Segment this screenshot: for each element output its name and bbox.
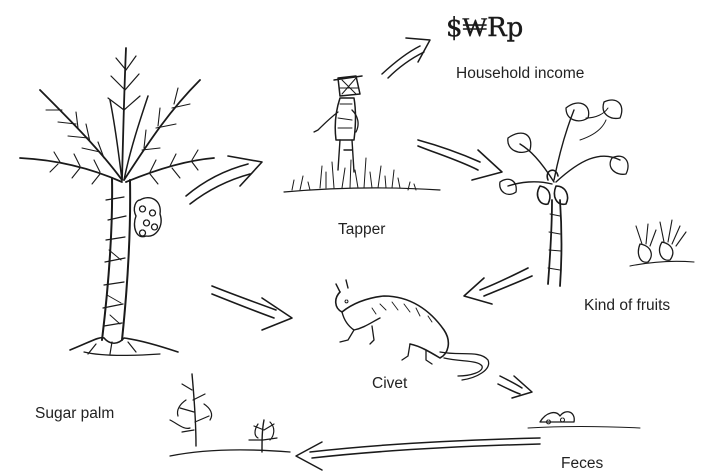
currency-doodle: $₩Rp xyxy=(446,13,523,43)
civet-label: Civet xyxy=(372,376,407,392)
feces-label: Feces xyxy=(561,456,603,472)
feces-illustration xyxy=(528,412,640,428)
seedlings-illustration xyxy=(170,374,290,456)
kind-of-fruits-label: Kind of fruits xyxy=(584,298,670,314)
tapper-illustration xyxy=(284,76,440,192)
arrow-civet-to-feces xyxy=(498,376,532,398)
tapper-label: Tapper xyxy=(338,222,385,238)
arrow-palm-to-tapper xyxy=(186,156,262,204)
arrow-tapper-to-fruits xyxy=(418,140,502,180)
household-income-label: Household income xyxy=(456,66,584,82)
arrow-tapper-to-income xyxy=(382,38,430,78)
fruit-tree-illustration xyxy=(500,100,694,286)
arrow-feces-to-seedlings xyxy=(296,438,540,470)
arrow-palm-to-civet xyxy=(212,286,292,330)
sugar-palm-label: Sugar palm xyxy=(35,406,114,422)
arrow-fruits-to-civet xyxy=(464,268,532,304)
sugar-palm-illustration xyxy=(20,48,214,355)
currency-symbols: $₩Rp xyxy=(446,13,523,43)
